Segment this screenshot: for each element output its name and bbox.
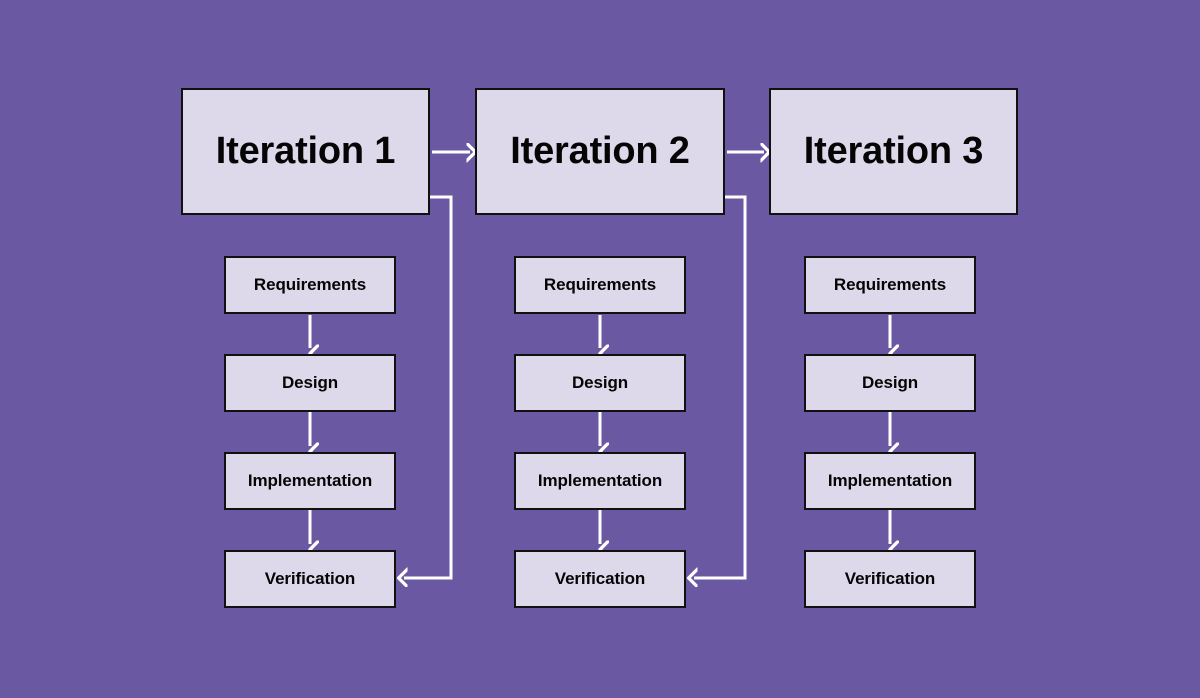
phase-box-iteration-1-implementation[interactable]: Implementation — [224, 452, 396, 510]
phase-label-iteration-1-requirements: Requirements — [253, 275, 367, 294]
phase-label-iteration-2-verification: Verification — [554, 569, 646, 588]
connector-feedback-loop-2 — [694, 195, 747, 578]
iteration-box-1[interactable]: Iteration 1 — [181, 88, 430, 215]
phase-box-iteration-1-verification[interactable]: Verification — [224, 550, 396, 608]
phase-box-iteration-1-design[interactable]: Design — [224, 354, 396, 412]
phase-box-iteration-3-design[interactable]: Design — [804, 354, 976, 412]
phase-label-iteration-3-requirements: Requirements — [833, 275, 947, 294]
iteration-box-3-label: Iteration 3 — [803, 130, 984, 172]
phase-box-iteration-2-verification[interactable]: Verification — [514, 550, 686, 608]
phase-box-iteration-3-implementation[interactable]: Implementation — [804, 452, 976, 510]
iteration-box-1-label: Iteration 1 — [215, 130, 396, 172]
phase-box-iteration-1-requirements[interactable]: Requirements — [224, 256, 396, 314]
phase-label-iteration-1-implementation: Implementation — [247, 471, 373, 490]
iteration-box-2-label: Iteration 2 — [510, 130, 690, 172]
phase-label-iteration-3-design: Design — [861, 373, 919, 392]
phase-label-iteration-2-design: Design — [571, 373, 629, 392]
phase-box-iteration-3-verification[interactable]: Verification — [804, 550, 976, 608]
phase-label-iteration-2-implementation: Implementation — [537, 471, 663, 490]
phase-label-iteration-2-requirements: Requirements — [543, 275, 657, 294]
phase-label-iteration-3-implementation: Implementation — [827, 471, 953, 490]
phase-box-iteration-2-design[interactable]: Design — [514, 354, 686, 412]
phase-box-iteration-3-requirements[interactable]: Requirements — [804, 256, 976, 314]
connector-feedback-loop-1 — [404, 195, 453, 578]
phase-label-iteration-1-design: Design — [281, 373, 339, 392]
phase-label-iteration-1-verification: Verification — [264, 569, 356, 588]
iteration-box-2[interactable]: Iteration 2 — [475, 88, 725, 215]
phase-box-iteration-2-implementation[interactable]: Implementation — [514, 452, 686, 510]
phase-box-iteration-2-requirements[interactable]: Requirements — [514, 256, 686, 314]
phase-label-iteration-3-verification: Verification — [844, 569, 936, 588]
iteration-box-3[interactable]: Iteration 3 — [769, 88, 1018, 215]
